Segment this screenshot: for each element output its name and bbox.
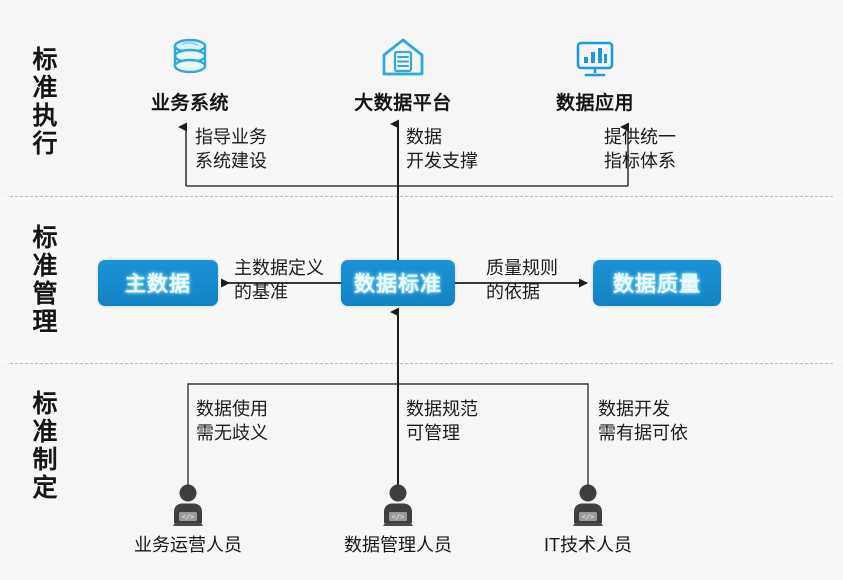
node-bigdata-platform[interactable]: 大数据平台 — [323, 34, 483, 115]
connector-line: 数据使用 — [196, 399, 268, 419]
section-label-char: 标 — [32, 224, 58, 252]
connector-label-unified-metrics: 提供统一 指标体系 — [604, 126, 676, 174]
node-data-application[interactable]: 数据应用 — [515, 34, 675, 115]
section-label-char: 标 — [32, 390, 58, 418]
connector-label-data-spec: 数据规范 可管理 — [406, 398, 478, 446]
person-title: 数据管理人员 — [344, 535, 452, 555]
connector-line: 可管理 — [406, 422, 460, 443]
connector-label-data-dev-support: 数据 开发支撑 — [406, 126, 478, 174]
connector-line: 需有据可依 — [598, 422, 688, 443]
section-label-char: 准 — [32, 252, 58, 280]
section-label-execution: 标 准 执 行 — [22, 46, 68, 158]
node-business-operator[interactable]: </> 业务运营人员 — [98, 483, 278, 557]
connector-line: 数据 — [406, 127, 442, 147]
section-label-char: 标 — [32, 46, 58, 74]
section-label-formulation: 标 准 制 定 — [22, 390, 68, 502]
box-label: 主数据 — [125, 273, 191, 296]
person-laptop-icon: </> — [566, 483, 610, 529]
svg-text:</>: </> — [582, 513, 595, 521]
section-label-char: 执 — [32, 102, 58, 130]
monitor-chart-icon — [570, 34, 620, 84]
box-data-quality[interactable]: 数据质量 — [593, 260, 721, 306]
section-label-char: 准 — [32, 74, 58, 102]
section-label-char: 管 — [32, 280, 58, 308]
svg-text:</>: </> — [392, 513, 405, 521]
section-label-management: 标 准 管 理 — [22, 224, 68, 336]
node-data-manager[interactable]: </> 数据管理人员 — [308, 483, 488, 557]
person-title: 业务运营人员 — [134, 535, 242, 555]
connector-label-master-data-definition: 主数据定义 的基准 — [234, 257, 324, 305]
node-business-system[interactable]: 业务系统 — [110, 34, 270, 115]
database-icon — [165, 34, 215, 84]
band-execution — [0, 0, 843, 196]
section-label-char: 理 — [32, 308, 58, 336]
node-title: 数据应用 — [555, 93, 634, 114]
connector-line: 质量规则 — [486, 258, 558, 278]
connector-line: 指标体系 — [604, 150, 676, 171]
house-document-icon — [378, 34, 428, 84]
node-title: 业务系统 — [150, 93, 229, 114]
connector-label-guide-business: 指导业务 系统建设 — [195, 126, 267, 174]
connector-line: 数据规范 — [406, 399, 478, 419]
connector-line: 的基准 — [234, 281, 288, 302]
section-label-char: 制 — [32, 446, 58, 474]
connector-line: 开发支撑 — [406, 150, 478, 171]
node-title: 大数据平台 — [354, 93, 452, 114]
divider-management-formulation — [10, 363, 833, 364]
connector-line: 需无歧义 — [196, 422, 268, 443]
person-laptop-icon: </> — [376, 483, 420, 529]
box-data-standard[interactable]: 数据标准 — [341, 260, 455, 306]
box-label: 数据标准 — [354, 273, 442, 296]
connector-label-data-development: 数据开发 需有据可依 — [598, 398, 688, 446]
section-label-char: 准 — [32, 418, 58, 446]
connector-line: 指导业务 — [195, 127, 267, 147]
section-label-char: 行 — [32, 130, 58, 158]
connector-line: 的依据 — [486, 281, 540, 302]
connector-line: 数据开发 — [598, 399, 670, 419]
svg-text:</>: </> — [182, 513, 195, 521]
section-label-char: 定 — [32, 474, 58, 502]
person-laptop-icon: </> — [166, 483, 210, 529]
connector-line: 主数据定义 — [234, 258, 324, 278]
divider-execution-management — [10, 196, 833, 197]
connector-line: 系统建设 — [195, 150, 267, 171]
box-master-data[interactable]: 主数据 — [98, 260, 218, 306]
box-label: 数据质量 — [613, 273, 701, 296]
connector-line: 提供统一 — [604, 127, 676, 147]
connector-label-quality-rule-basis: 质量规则 的依据 — [486, 257, 558, 305]
node-it-engineer[interactable]: </> IT技术人员 — [498, 483, 678, 557]
person-title: IT技术人员 — [544, 535, 632, 555]
connector-label-data-usage: 数据使用 需无歧义 — [196, 398, 268, 446]
